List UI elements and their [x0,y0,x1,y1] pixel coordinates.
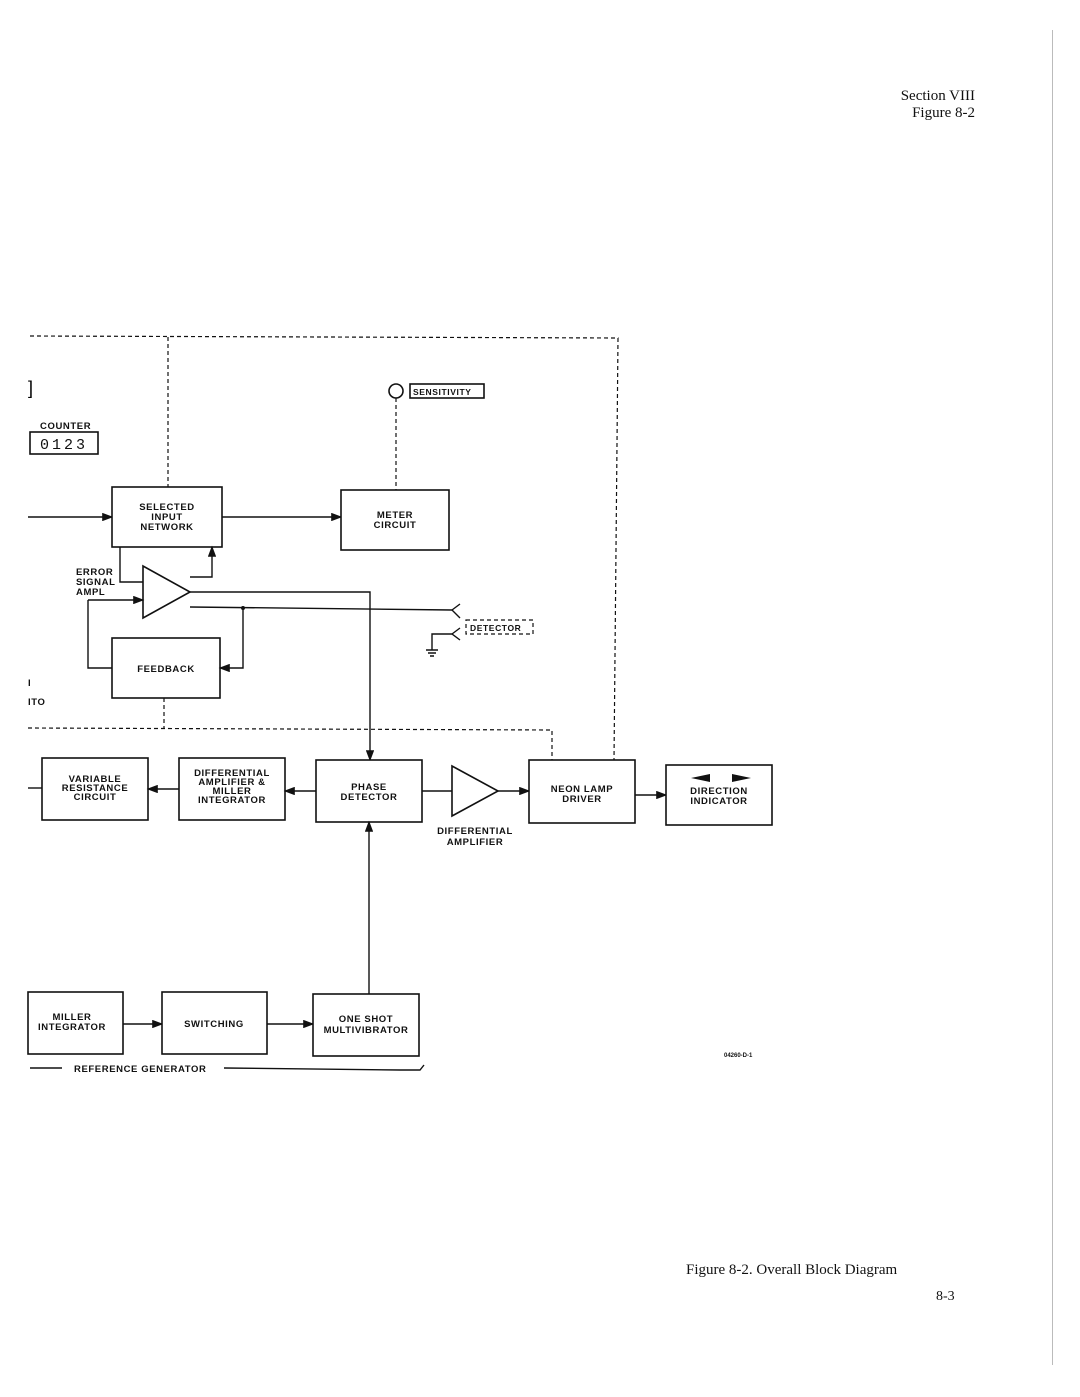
refgen-bracket-right [223,1064,425,1071]
miller-integrator-block [27,991,124,1055]
sin-line2: INPUT [151,512,183,523]
bracket-mark: ] [28,378,33,398]
vr-line1: VARIABLE [69,774,122,785]
dam-line1: DIFFERENTIAL [194,768,270,779]
meter-line2: CIRCUIT [374,520,417,531]
sensitivity-knob-icon [388,383,404,399]
reference-generator-label: REFERENCE GENERATOR [74,1064,206,1075]
detector-label: DETECTOR [470,623,521,633]
sensitivity-label: SENSITIVITY [413,387,472,397]
meter-line1: METER [377,510,413,521]
neon-lamp-driver-block [528,759,636,824]
amp-to-detector-line [189,606,453,611]
error-signal-amp-triangle [142,564,192,620]
dir-line2: INDICATOR [690,796,747,807]
counter-value: 0123 [40,437,88,454]
diffamp-label-1: DIFFERENTIAL [437,826,513,837]
left-mark-1: I [28,678,31,689]
left-arrow-icon [691,774,710,782]
top-dashed-bus [29,335,619,761]
section-label: Section VIII [900,88,975,104]
neon-line1: NEON LAMP [551,784,613,795]
sin-line1: SELECTED [139,502,194,513]
diffamp-label-2: AMPLIFIER [447,837,504,848]
neon-line2: DRIVER [562,794,602,805]
page-edge-line [1052,30,1053,1365]
amp-to-phase-line [190,591,375,762]
feedback-loop-line [87,600,112,669]
sin-line3: NETWORK [140,522,193,533]
error-label-3: AMPL [76,587,105,598]
figure-caption: Figure 8-2. Overall Block Diagram [686,1262,898,1278]
page-header: Section VIII Figure 8-2 [901,88,975,122]
amp-to-input-line [190,545,217,578]
diff-amp-miller-block [178,757,286,821]
sensitivity-box [409,383,485,399]
detector-box [465,619,534,635]
mi-line1: MILLER [53,1012,92,1023]
error-label-2: SIGNAL [76,577,116,588]
middle-dashed-bus [27,727,553,760]
direction-indicator-block [665,764,773,826]
pd-line2: DETECTOR [341,792,398,803]
vr-line2: RESISTANCE [62,783,129,794]
detector-arrow-icon-2 [451,627,461,641]
error-label-1: ERROR [76,567,113,578]
differential-amplifier-triangle [451,764,500,818]
one-shot-multivibrator-block [312,993,420,1057]
pd-line1: PHASE [351,782,387,793]
figure-label: Figure 8-2 [912,105,975,121]
switching-label: SWITCHING [184,1019,244,1030]
dir-line1: DIRECTION [690,786,748,797]
meter-circuit-block [340,489,450,551]
osm-line2: MULTIVIBRATOR [324,1025,409,1036]
junction-to-feedback-line [218,608,244,673]
mi-line2: INTEGRATOR [38,1022,106,1033]
input-to-amp-line [119,547,143,583]
right-arrow-icon [732,774,751,782]
page-number: 8-3 [936,1289,955,1304]
osm-line1: ONE SHOT [339,1014,393,1025]
left-mark-2: ITO [28,697,45,708]
detector-arrow-icon [451,603,461,619]
vr-line3: CIRCUIT [74,792,117,803]
drawing-number: 04260-D-1 [724,1053,753,1059]
dam-line4: INTEGRATOR [198,795,266,806]
switching-block [161,991,268,1055]
dam-line2: AMPLIFIER & [198,777,265,788]
phase-detector-block [315,759,423,823]
feedback-label: FEEDBACK [137,664,195,675]
counter-label: COUNTER [40,421,91,432]
counter-display [29,431,99,455]
ground-line [431,633,452,650]
ground-icon [426,649,438,657]
dam-line3: MILLER [213,786,252,797]
